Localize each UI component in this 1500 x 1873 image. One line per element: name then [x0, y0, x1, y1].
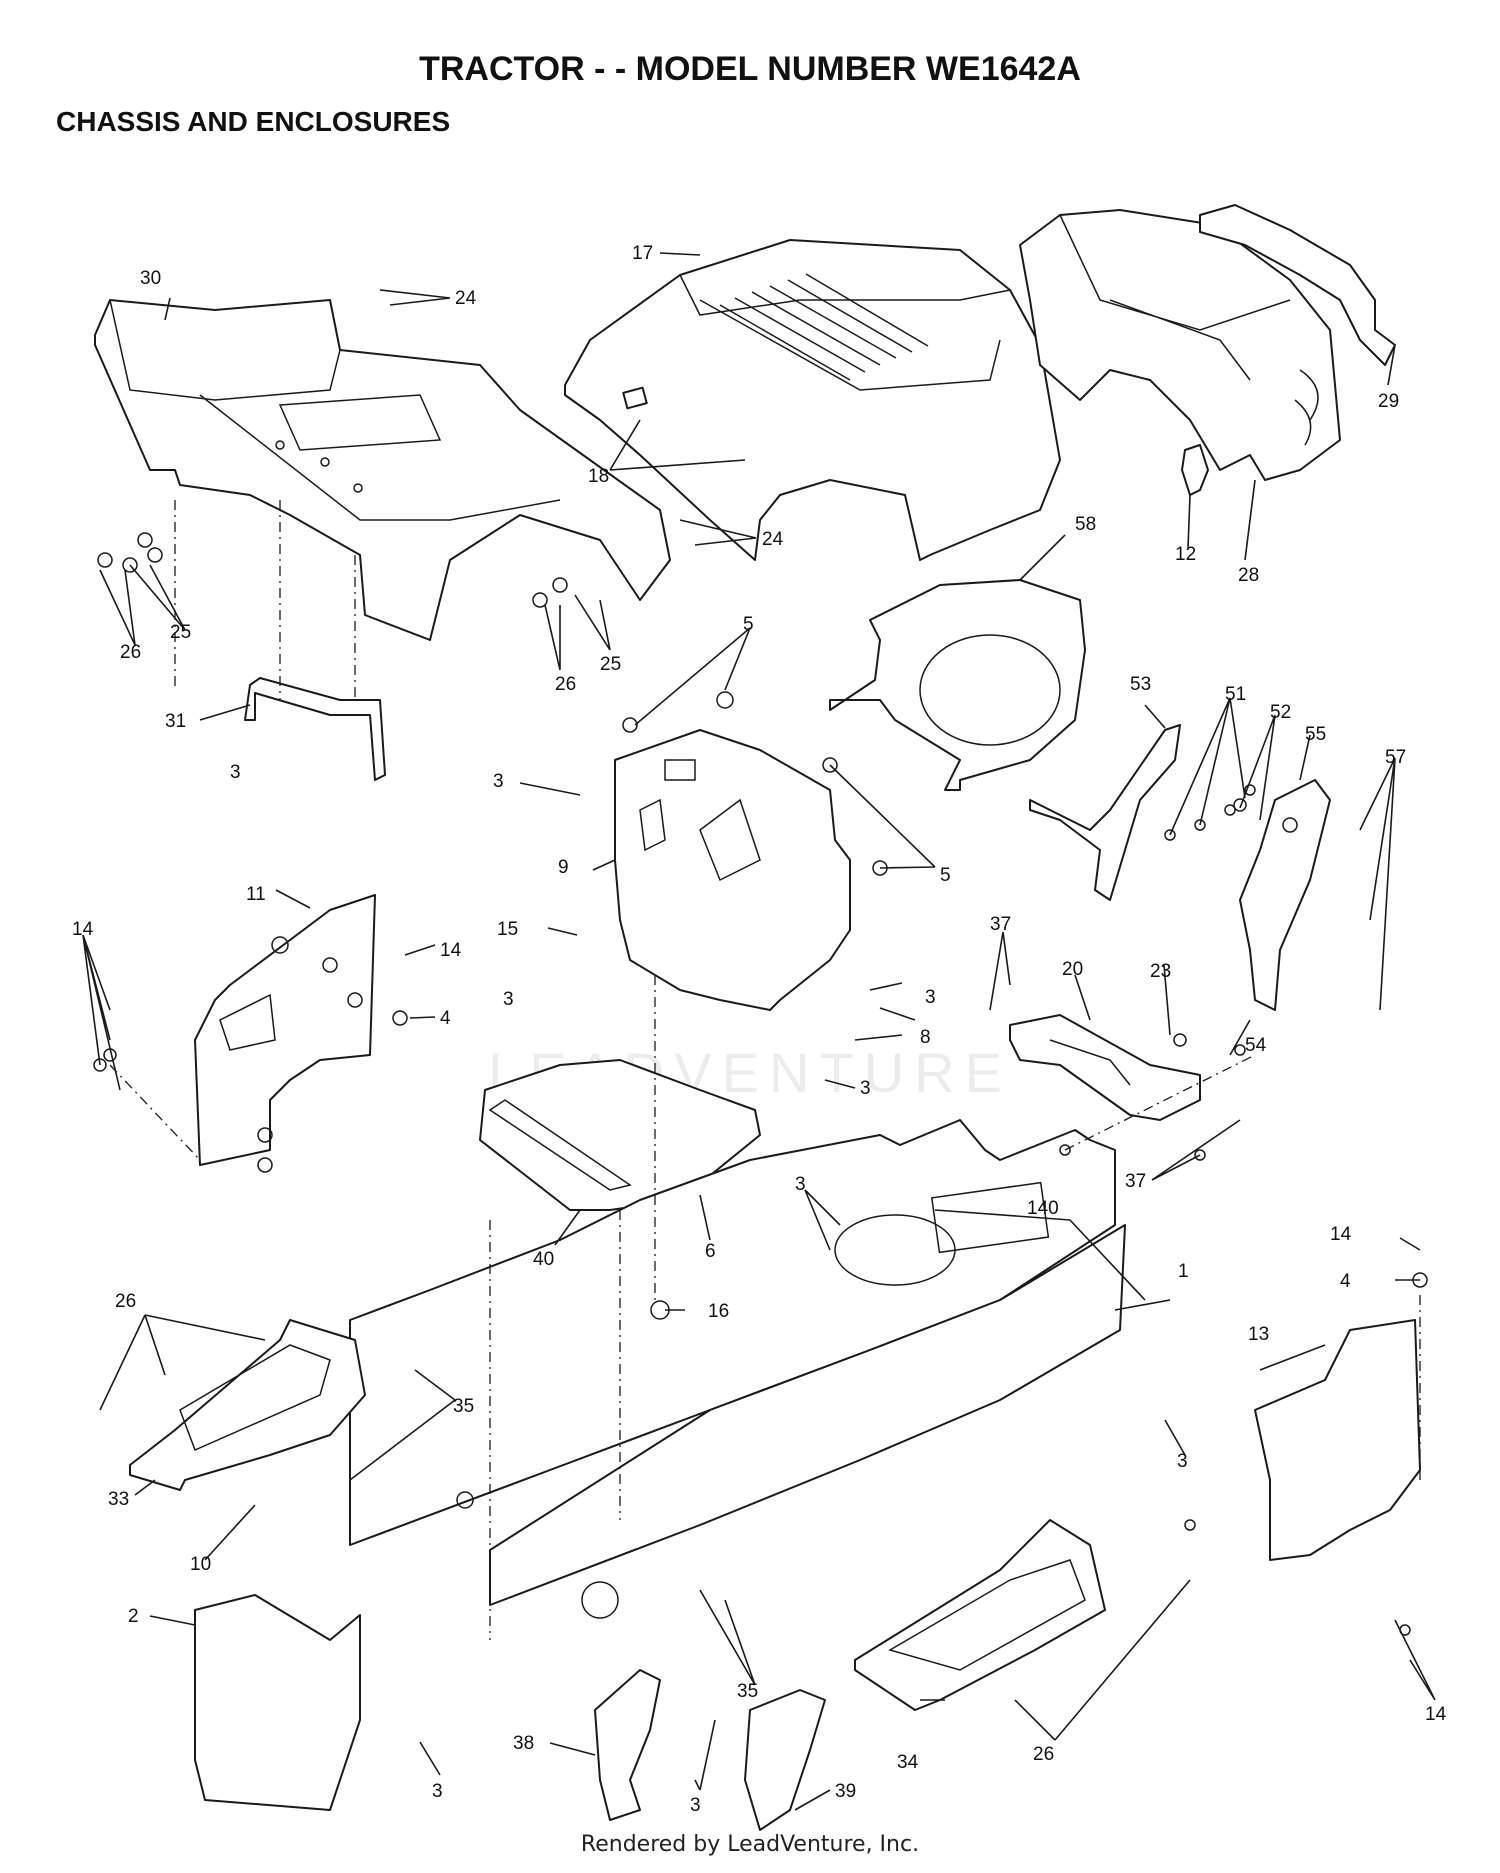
- callout-11: 11: [246, 884, 266, 905]
- callout-3: 3: [493, 771, 504, 792]
- callout-3: 3: [795, 1174, 806, 1195]
- callout-3: 3: [503, 989, 514, 1010]
- callout-6: 6: [705, 1241, 716, 1262]
- part-side-panel-right: [1254, 1319, 1421, 1561]
- part-headlight-lens: [1199, 204, 1396, 366]
- part-clip-12: [1181, 444, 1209, 496]
- callout-3: 3: [860, 1078, 871, 1099]
- callout-34: 34: [897, 1752, 919, 1773]
- part-bracket-55: [1239, 779, 1331, 1011]
- callout-25: 25: [600, 654, 621, 675]
- callout-labels: 30 24 17 29 18 24 12 28 58 25 26 26 25 5…: [72, 243, 1447, 1816]
- callout-3: 3: [925, 987, 936, 1008]
- callout-35: 35: [737, 1681, 758, 1702]
- callout-51: 51: [1225, 684, 1246, 705]
- callout-57: 57: [1385, 747, 1406, 768]
- callout-5: 5: [743, 614, 754, 635]
- callout-24: 24: [762, 529, 784, 550]
- callout-23: 23: [1150, 961, 1171, 982]
- callout-14: 14: [440, 940, 462, 961]
- part-side-panel-left: [194, 894, 376, 1166]
- callout-leaders: [82, 252, 1436, 1811]
- callout-4: 4: [440, 1008, 451, 1029]
- callout-20: 20: [1062, 959, 1083, 980]
- footer-credit: Rendered by LeadVenture, Inc.: [580, 1832, 920, 1857]
- callout-26: 26: [120, 642, 141, 663]
- callout-55: 55: [1305, 724, 1326, 745]
- callout-8: 8: [920, 1027, 931, 1048]
- section-subtitle: CHASSIS AND ENCLOSURES: [56, 106, 451, 137]
- part-floor-plate-6: [479, 1059, 761, 1211]
- part-dash-panel-9: [614, 729, 851, 1011]
- callout-140: 140: [1027, 1198, 1059, 1219]
- callout-10: 10: [190, 1554, 211, 1575]
- callout-29: 29: [1378, 391, 1399, 412]
- callout-4: 4: [1340, 1271, 1351, 1292]
- callout-26: 26: [1033, 1744, 1054, 1765]
- part-dash-tray: [829, 579, 1086, 791]
- callout-28: 28: [1238, 565, 1259, 586]
- part-rear-fender: [94, 299, 671, 641]
- callout-3: 3: [690, 1795, 701, 1816]
- callout-26: 26: [115, 1291, 136, 1312]
- callout-58: 58: [1075, 514, 1096, 535]
- part-footrest-right: [854, 1519, 1106, 1711]
- callout-5: 5: [940, 865, 951, 886]
- part-lower-panel-2: [194, 1594, 361, 1811]
- callout-13: 13: [1248, 1324, 1269, 1345]
- callout-24: 24: [455, 288, 477, 309]
- callout-33: 33: [108, 1489, 129, 1510]
- callout-14: 14: [1330, 1224, 1352, 1245]
- part-support-39: [744, 1689, 826, 1831]
- callout-15: 15: [497, 919, 518, 940]
- callout-2: 2: [128, 1606, 139, 1627]
- page-title: TRACTOR - - MODEL NUMBER WE1642A: [419, 50, 1081, 88]
- callout-9: 9: [558, 857, 569, 878]
- callout-52: 52: [1270, 702, 1291, 723]
- callout-14: 14: [1425, 1704, 1447, 1725]
- callout-54: 54: [1245, 1035, 1267, 1056]
- part-bracket-53: [1029, 724, 1181, 901]
- callout-1: 1: [1178, 1261, 1189, 1282]
- callout-37: 37: [990, 914, 1011, 935]
- part-main-frame: [349, 1119, 1126, 1619]
- callout-38: 38: [513, 1733, 534, 1754]
- callout-53: 53: [1130, 674, 1151, 695]
- callout-37: 37: [1125, 1171, 1146, 1192]
- callout-25: 25: [170, 622, 191, 643]
- callout-3: 3: [230, 762, 241, 783]
- alignment-lines: [109, 500, 1421, 1640]
- callout-40: 40: [533, 1249, 554, 1270]
- callout-31: 31: [165, 711, 186, 732]
- callout-30: 30: [140, 268, 161, 289]
- callout-39: 39: [835, 1781, 856, 1802]
- callout-14: 14: [72, 919, 94, 940]
- part-support-38: [594, 1669, 661, 1821]
- part-footrest-left: [129, 1319, 366, 1491]
- part-mounting-plate-20: [1009, 1014, 1201, 1121]
- callout-26: 26: [555, 674, 576, 695]
- callout-16: 16: [708, 1301, 729, 1322]
- part-hood: [564, 239, 1061, 561]
- callout-12: 12: [1175, 544, 1196, 565]
- callout-3: 3: [432, 1781, 443, 1802]
- callout-3: 3: [1177, 1451, 1188, 1472]
- callout-17: 17: [632, 243, 653, 264]
- callout-35: 35: [453, 1396, 474, 1417]
- callout-18: 18: [588, 466, 609, 487]
- part-bracket-31: [244, 677, 386, 781]
